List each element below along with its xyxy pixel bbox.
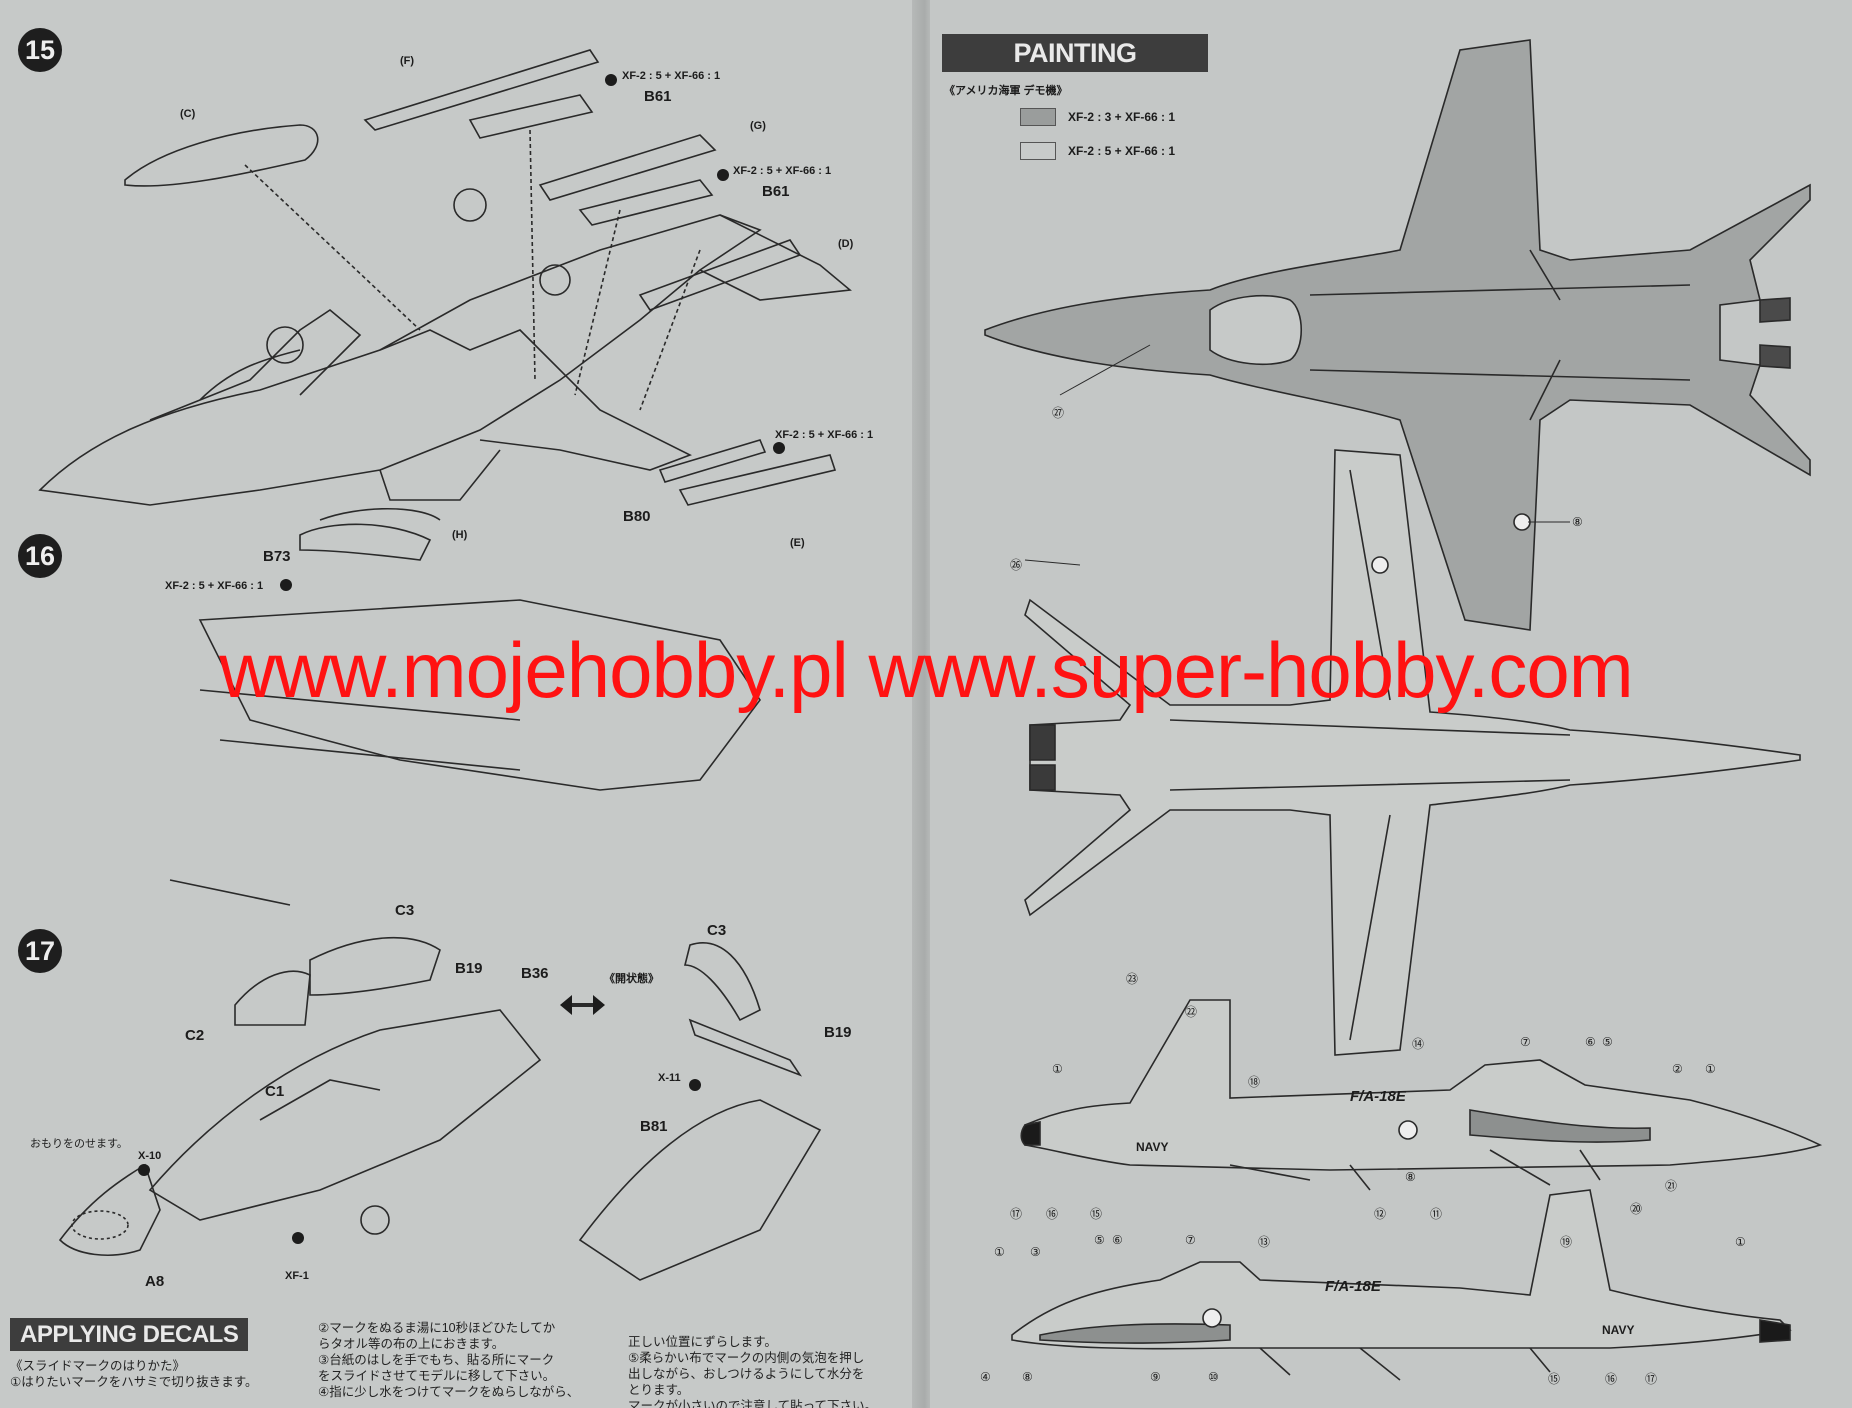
paint-legend-light: XF-2 : 5 + XF-66 : 1	[1020, 142, 1175, 160]
decal-callout: ⑯	[1046, 1207, 1059, 1221]
part-label-c3: C3	[395, 902, 415, 919]
paint-swatch	[1020, 108, 1056, 126]
decal-text-line: マークが小さいので注意して貼って下さい。	[628, 1399, 878, 1408]
assembly-line-art	[38, 49, 852, 1281]
paint-mix-label: XF-2 : 5 + XF-66 : 1	[622, 70, 721, 82]
decal-text-line: とります。	[628, 1383, 690, 1397]
marking-fa18e: F/A-18E	[1350, 1088, 1406, 1105]
decal-callout: ⑧	[1572, 515, 1583, 529]
decal-callout: ⑰	[1010, 1207, 1023, 1221]
step-number-15: 15	[18, 28, 62, 72]
decal-callout: ⑥	[1585, 1035, 1596, 1049]
decal-text-line: 正しい位置にずらします。	[628, 1335, 777, 1349]
part-label-b61: B61	[762, 183, 790, 200]
applying-decals-header: APPLYING DECALS	[10, 1318, 249, 1351]
decal-callout: ⑦	[1185, 1233, 1196, 1247]
decal-callout: ㉗	[1052, 406, 1065, 420]
decal-callout: ⑱	[1248, 1075, 1261, 1089]
decal-text-line: 出しながら、おしつけるようにして水分を	[628, 1367, 865, 1381]
decal-callout: ⑯	[1605, 1372, 1618, 1386]
part-label-x10: X-10	[138, 1150, 162, 1162]
decal-text-line: らタオル等の布の上におきます。	[318, 1337, 505, 1351]
part-label-b36: B36	[521, 965, 549, 982]
paint-legend-label: XF-2 : 3 + XF-66 : 1	[1068, 110, 1176, 124]
part-label-e: (E)	[790, 537, 805, 549]
paint-legend-label: XF-2 : 5 + XF-66 : 1	[1068, 144, 1176, 158]
decal-text-line: ①はりたいマークをハサミで切り抜きます。	[10, 1375, 258, 1389]
part-label-b73: B73	[263, 548, 291, 565]
decal-callout: ⑭	[1412, 1037, 1425, 1051]
decal-callout: ⑳	[1630, 1202, 1643, 1216]
part-label-d: (D)	[838, 238, 854, 250]
paint-legend-dark: XF-2 : 3 + XF-66 : 1	[1020, 108, 1175, 126]
part-label-c3: C3	[707, 922, 727, 939]
decal-callout: ㉑	[1665, 1179, 1678, 1193]
decal-callout: ⑧	[1405, 1170, 1416, 1184]
decal-text-line: 《スライドマークのはりかた》	[10, 1359, 186, 1373]
part-label-b80: B80	[623, 508, 651, 525]
decal-callout: ③	[1030, 1245, 1041, 1259]
decal-callout: ⑩	[1208, 1370, 1219, 1384]
step-number-17: 17	[18, 929, 62, 973]
part-label-b19: B19	[824, 1024, 852, 1041]
decal-callout: ⑫	[1374, 1207, 1387, 1221]
decal-text-line: ③台紙のはしを手でもち、貼る所にマーク	[318, 1353, 555, 1367]
part-label-b19: B19	[455, 960, 483, 977]
right-painting-page: PAINTING 《アメリカ海軍 デモ機》 XF-2 : 3 + XF-66 :…	[930, 0, 1852, 1408]
part-label-b81: B81	[640, 1118, 668, 1135]
decal-text-line: ⑤柔らかい布でマークの内側の気泡を押し	[628, 1351, 865, 1365]
decal-text-line: ④指に少し水をつけてマークをぬらしながら、	[318, 1385, 580, 1399]
part-label-x11: X-11	[658, 1072, 681, 1084]
part-label-a8: A8	[145, 1273, 165, 1290]
decal-instructions-col3: 正しい位置にずらします。 ⑤柔らかい布でマークの内側の気泡を押し 出しながら、お…	[628, 1334, 877, 1408]
left-instruction-page: 15 16 17 (F) (C) (G) (D) (E) B61 B61 B80…	[0, 0, 920, 1408]
decal-callout: ⑦	[1520, 1035, 1531, 1049]
decal-callout: ⑥	[1112, 1233, 1123, 1247]
painting-header: PAINTING	[942, 34, 1208, 72]
part-label-c: (C)	[180, 108, 196, 120]
decal-callout: ⑧	[1022, 1370, 1033, 1384]
paint-mix-label: XF-2 : 5 + XF-66 : 1	[775, 429, 874, 441]
decal-instructions-col1: 《スライドマークのはりかた》 ①はりたいマークをハサミで切り抜きます。	[10, 1358, 257, 1390]
open-state-label: 《開状態》	[604, 973, 659, 985]
painting-diagram-art	[984, 39, 1823, 1381]
decal-callout: ㉒	[1185, 1005, 1198, 1019]
paint-label-xf1: XF-1	[285, 1270, 309, 1282]
decal-callout: ⑮	[1090, 1207, 1103, 1221]
decal-callout: ⑪	[1430, 1207, 1443, 1221]
decal-callout: ⑰	[1645, 1372, 1658, 1386]
decal-callout: ㉖	[1010, 558, 1023, 572]
decal-instructions-col2: ②マークをぬるま湯に10秒ほどひたしてか らタオル等の布の上におきます。 ③台紙…	[318, 1320, 579, 1400]
part-label-g: (G)	[750, 120, 766, 132]
decal-callout: ①	[994, 1245, 1005, 1259]
weight-note: おもりをのせます。	[30, 1138, 128, 1150]
paint-mix-label: XF-2 : 5 + XF-66 : 1	[733, 165, 832, 177]
step-number-16: 16	[18, 534, 62, 578]
decal-callout: ⑮	[1548, 1372, 1561, 1386]
part-label-h: (H)	[452, 529, 468, 541]
decal-callout: ①	[1052, 1062, 1063, 1076]
decal-callout: ⑤	[1602, 1035, 1613, 1049]
decal-callout: ⑬	[1258, 1235, 1271, 1249]
part-label-f: (F)	[400, 55, 415, 67]
decal-text-line: ②マークをぬるま湯に10秒ほどひたしてか	[318, 1321, 556, 1335]
painting-subtitle: 《アメリカ海軍 デモ機》	[944, 85, 1068, 97]
decal-callout: ②	[1672, 1062, 1683, 1076]
part-label-b61: B61	[644, 88, 672, 105]
part-label-c2: C2	[185, 1027, 205, 1044]
decal-callout: ①	[1735, 1235, 1746, 1249]
decal-callout: ㉓	[1126, 972, 1139, 986]
marking-navy: NAVY	[1602, 1323, 1635, 1337]
marking-navy: NAVY	[1136, 1140, 1169, 1154]
decal-callout: ⑤	[1094, 1233, 1105, 1247]
decal-callout: ④	[980, 1370, 991, 1384]
decal-callout: ①	[1705, 1062, 1716, 1076]
decal-callout: ⑨	[1150, 1370, 1161, 1384]
decal-callout: ⑲	[1560, 1235, 1573, 1249]
paint-swatch	[1020, 142, 1056, 160]
part-label-c1: C1	[265, 1083, 285, 1100]
marking-fa18e: F/A-18E	[1325, 1278, 1381, 1295]
paint-mix-label: XF-2 : 5 + XF-66 : 1	[165, 580, 264, 592]
decal-text-line: をスライドさせてモデルに移して下さい。	[318, 1369, 556, 1383]
